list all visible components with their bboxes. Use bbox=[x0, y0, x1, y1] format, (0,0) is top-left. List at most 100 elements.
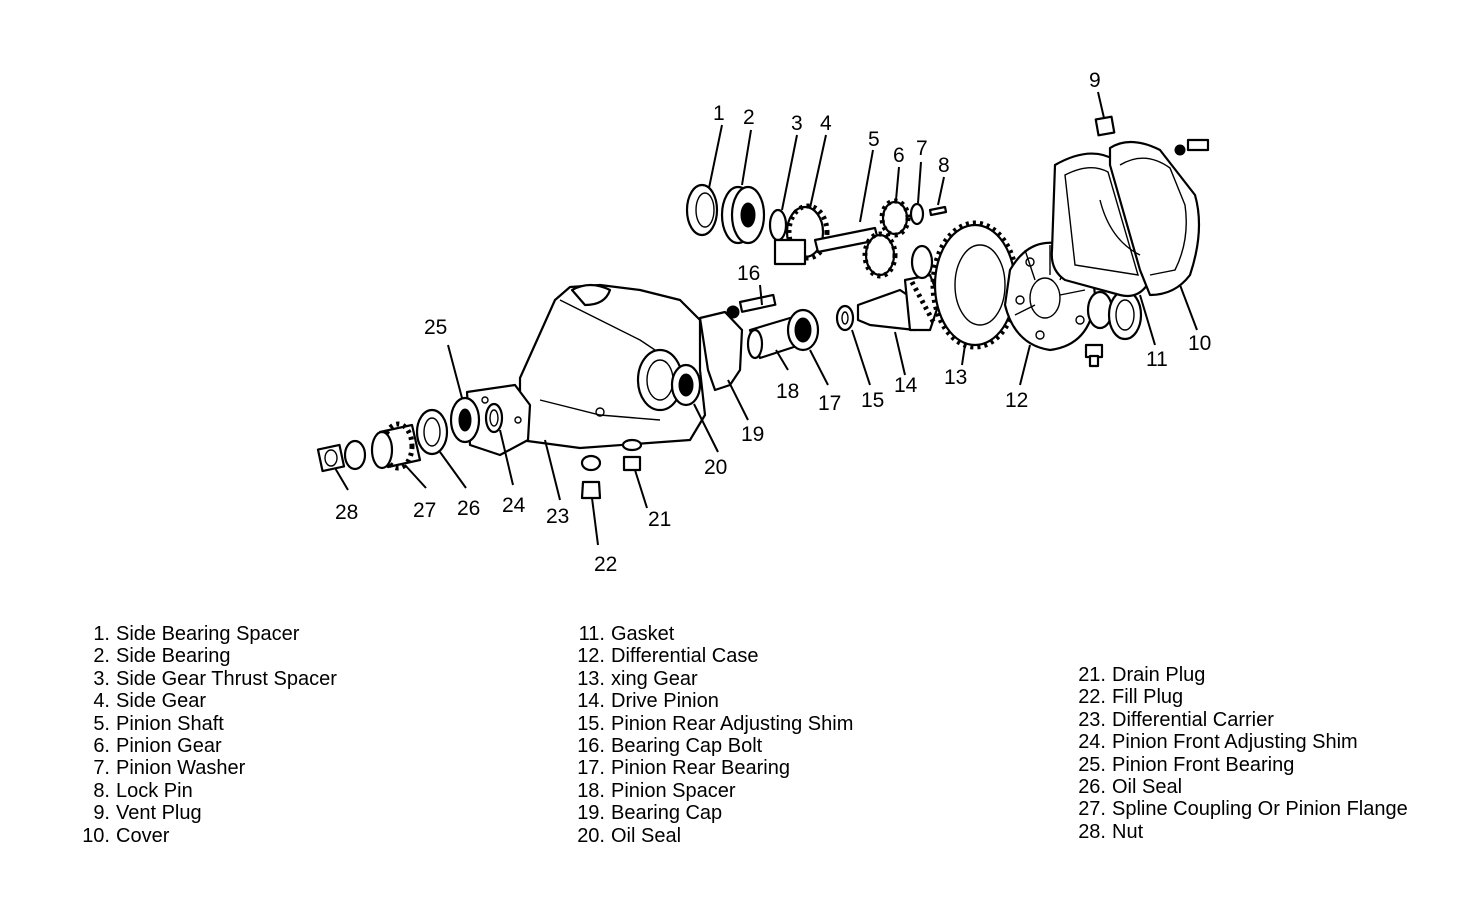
legend-item: 8.Lock Pin bbox=[82, 780, 337, 802]
drain-plug bbox=[621, 438, 643, 472]
legend-item-number: 28. bbox=[1078, 820, 1106, 843]
callout-28: 28 bbox=[335, 501, 358, 524]
legend-item: 24. Pinion Front Adjusting Shim bbox=[1076, 731, 1408, 753]
lock-pin bbox=[928, 205, 948, 217]
side-bearing-spacer bbox=[685, 183, 719, 237]
legend-item-label: Oil Seal bbox=[611, 824, 682, 847]
legend-item-number: 24. bbox=[1078, 731, 1106, 754]
legend-item: 13.xing Gear bbox=[575, 668, 853, 690]
legend-item-number: 23. bbox=[1078, 708, 1106, 731]
pinion-front-adjusting-shim bbox=[484, 402, 504, 434]
legend-item-number: 6. bbox=[93, 734, 110, 757]
callout-12: 12 bbox=[1005, 389, 1028, 412]
legend-item: 11.Gasket bbox=[575, 623, 853, 645]
leader-lines bbox=[334, 91, 1198, 546]
oil-seal-26 bbox=[415, 408, 449, 456]
legend-item-label: Pinion Front Bearing bbox=[1112, 753, 1295, 776]
legend-item-number: 13. bbox=[577, 667, 605, 690]
callout-2: 2 bbox=[743, 106, 755, 129]
legend-item: 7. Pinion Washer bbox=[82, 757, 337, 779]
oil-seal-20 bbox=[670, 363, 702, 407]
cover bbox=[1099, 140, 1201, 297]
side-bearing bbox=[720, 185, 766, 245]
callout-7: 7 bbox=[916, 137, 928, 160]
legend-item-label: Pinion Front Adjusting Shim bbox=[1112, 731, 1358, 754]
legend-item-number: 20. bbox=[577, 824, 605, 847]
callout-19: 19 bbox=[741, 423, 764, 446]
callout-9: 9 bbox=[1089, 69, 1101, 92]
legend-item: 28.Nut bbox=[1076, 821, 1408, 843]
legend-item-label: Pinion Rear Adjusting Shim bbox=[611, 712, 854, 735]
legend-item-label: Side Gear bbox=[116, 690, 207, 713]
legend-item-number: 18. bbox=[577, 779, 605, 802]
callout-26: 26 bbox=[457, 497, 480, 520]
legend-item-number: 2. bbox=[93, 645, 110, 668]
legend-item-number: 19. bbox=[577, 802, 605, 825]
legend-item: 6.Pinion Gear bbox=[82, 735, 337, 757]
legend-item-number: 26. bbox=[1078, 775, 1106, 798]
legend-item-number: 8. bbox=[93, 779, 110, 802]
legend-item-label: Vent Plug bbox=[116, 802, 202, 825]
legend-item: 3.Side Gear Thrust Spacer bbox=[82, 668, 337, 690]
legend-item: 22.Fill Plug bbox=[1076, 686, 1408, 708]
legend-item: 17. Pinion Rear Bearing bbox=[575, 757, 853, 779]
callout-20: 20 bbox=[704, 456, 727, 479]
legend-item-number: 25. bbox=[1078, 753, 1106, 776]
callout-10: 10 bbox=[1188, 332, 1211, 355]
exploded-view-diagram: 1 2 3 4 5 6 7 8 9 10 11 12 13 14 15 16 1… bbox=[316, 69, 1211, 576]
legend-item-label: Differential Carrier bbox=[1112, 708, 1274, 731]
legend-item-number: 7. bbox=[93, 757, 110, 780]
legend-item-number: 10. bbox=[82, 824, 110, 847]
legend-item-number: 11. bbox=[578, 623, 605, 645]
case-bolt bbox=[1084, 343, 1104, 368]
legend-item: 27.Spline Coupling Or Pinion Flange bbox=[1076, 798, 1408, 820]
legend-item-number: 17. bbox=[577, 757, 605, 780]
legend-item-number: 5. bbox=[93, 712, 110, 735]
callout-3: 3 bbox=[791, 112, 803, 135]
legend-item-label: Bearing Cap bbox=[611, 802, 723, 825]
legend-item-number: 21. bbox=[1078, 664, 1106, 686]
legend-item: 2.Side Bearing bbox=[82, 645, 337, 667]
callout-14: 14 bbox=[894, 374, 918, 397]
legend-item: 25. Pinion Front Bearing bbox=[1076, 754, 1408, 776]
cover-bolt bbox=[1174, 138, 1210, 156]
callout-27: 27 bbox=[413, 499, 436, 522]
callout-6: 6 bbox=[893, 144, 905, 167]
differential-carrier bbox=[465, 283, 707, 457]
drive-pinion bbox=[856, 273, 942, 332]
callout-16: 16 bbox=[737, 262, 760, 285]
callout-13: 13 bbox=[944, 366, 967, 389]
legend-item: 10. Cover bbox=[82, 825, 337, 847]
legend-item-number: 14. bbox=[577, 690, 605, 713]
legend-item: 4.Side Gear bbox=[82, 690, 337, 712]
legend-item-label: Oil Seal bbox=[1112, 775, 1183, 798]
vent-plug bbox=[1094, 115, 1116, 137]
legend-item-label: Cover bbox=[116, 824, 170, 847]
callout-17: 17 bbox=[818, 392, 841, 415]
legend-item: 12. Differential Case bbox=[575, 645, 853, 667]
legend-item-label: Pinion Rear Bearing bbox=[611, 757, 790, 780]
legend-item-label: Fill Plug bbox=[1112, 686, 1184, 709]
legend-item: 14.Drive Pinion bbox=[575, 690, 853, 712]
nut bbox=[316, 443, 346, 473]
legend-item: 20. Oil Seal bbox=[575, 825, 853, 847]
legend-item: 26. Oil Seal bbox=[1076, 776, 1408, 798]
legend-item-number: 12. bbox=[577, 645, 605, 668]
ring-gear bbox=[930, 220, 1020, 350]
legend-item-label: Differential Case bbox=[611, 645, 759, 668]
washer-27 bbox=[343, 439, 367, 471]
callout-1: 1 bbox=[713, 102, 725, 125]
callout-18: 18 bbox=[776, 380, 799, 403]
legend-item-number: 3. bbox=[93, 667, 110, 690]
legend-item-label: Spline Coupling Or Pinion Flange bbox=[1112, 798, 1408, 821]
callout-21: 21 bbox=[648, 508, 671, 531]
legend-item: 16.Bearing Cap Bolt bbox=[575, 735, 853, 757]
callout-25: 25 bbox=[424, 316, 447, 339]
legend-item: 23. Differential Carrier bbox=[1076, 709, 1408, 731]
legend-item: 19. Bearing Cap bbox=[575, 802, 853, 824]
pinion-rear-shim bbox=[835, 304, 855, 332]
pinion-washer bbox=[909, 202, 934, 280]
callout-8: 8 bbox=[938, 154, 950, 177]
legend-item-label: Pinion Washer bbox=[116, 757, 246, 780]
